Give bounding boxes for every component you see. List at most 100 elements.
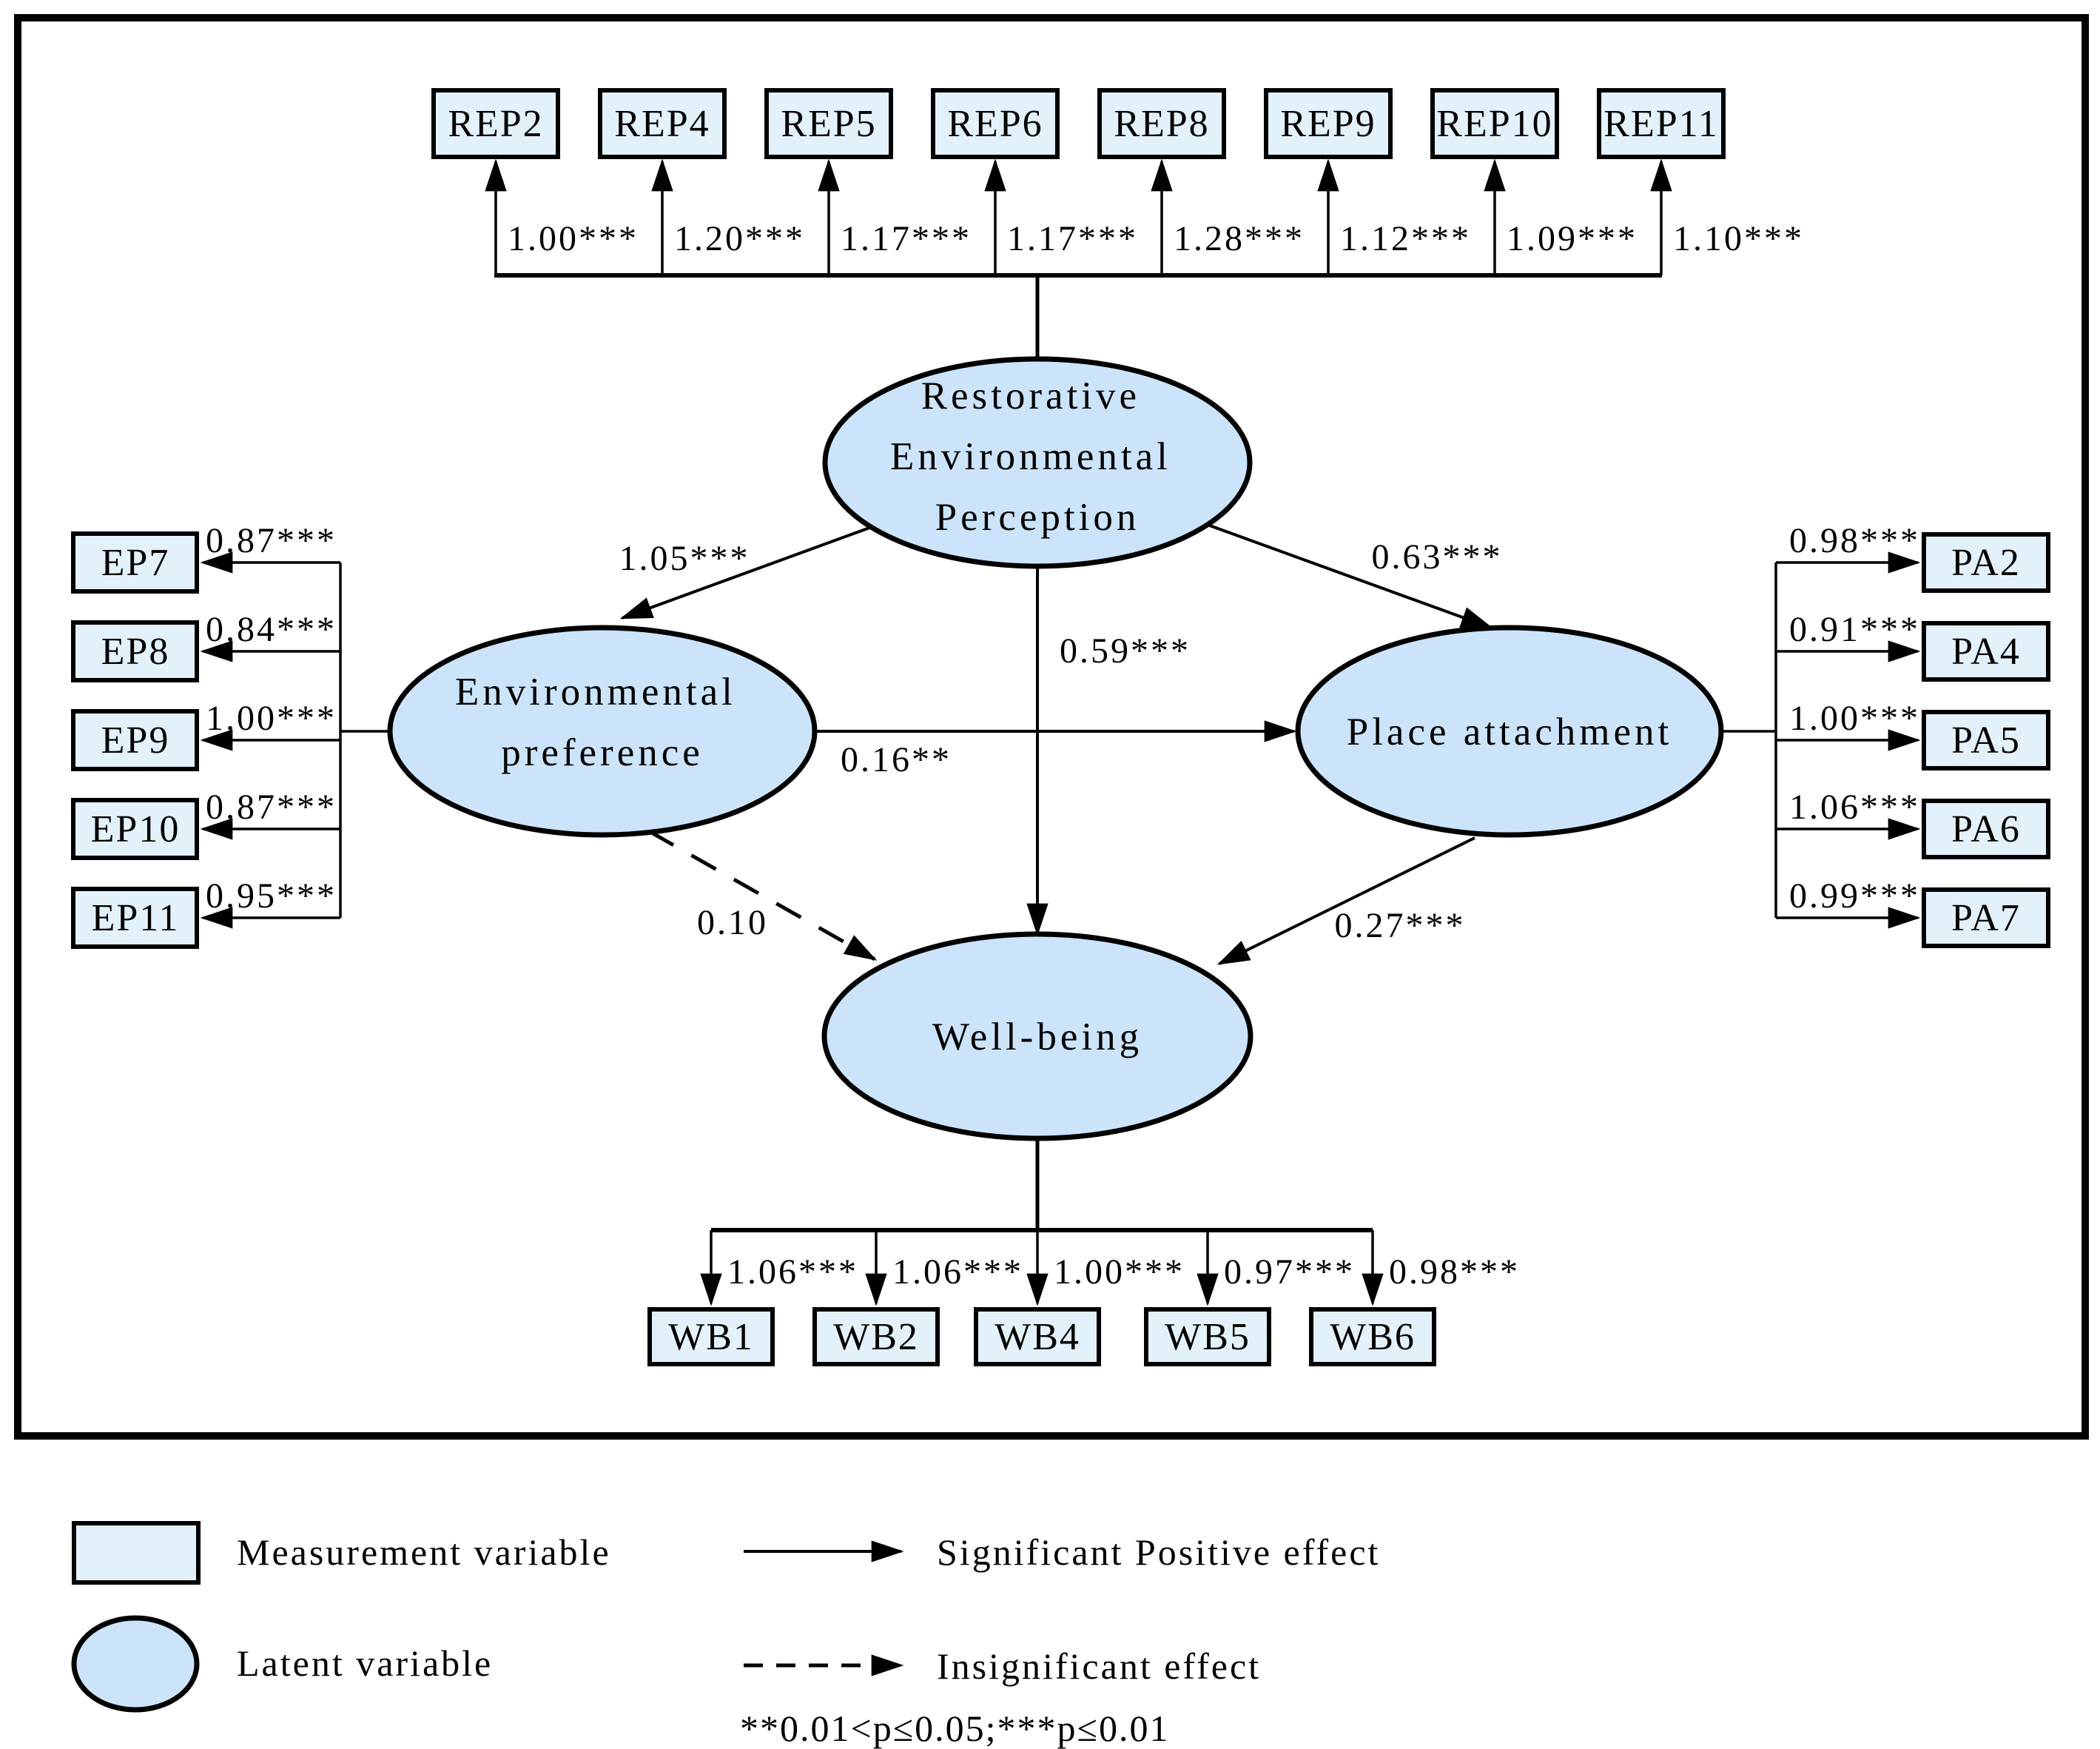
ep-indicator-label: EP8 xyxy=(101,631,170,673)
ep-indicator-label: EP9 xyxy=(101,719,170,762)
wb-indicator-box xyxy=(1309,1307,1436,1366)
path-rep-to-pa-arrow xyxy=(1207,523,1494,629)
rep-indicator-label: REP5 xyxy=(781,103,876,145)
wb-indicator-group: WB1 WB2 WB4 WB5 WB6 1.06*** 1.06*** 1.00… xyxy=(647,1138,1520,1366)
path-ep-wb-coefficient: 0.10 xyxy=(697,903,768,942)
legend-pvalue-note: **0.01<p≤0.05;***p≤0.01 xyxy=(740,1708,1169,1749)
pa-latent-ellipse xyxy=(1295,625,1724,838)
pa-indicator-label: PA7 xyxy=(1951,897,2021,939)
wb-loading-label: 1.06*** xyxy=(727,1252,858,1292)
wb-indicator-label: WB2 xyxy=(833,1316,919,1358)
rep-indicator-box xyxy=(1097,88,1226,159)
rep-indicator-box xyxy=(431,88,560,159)
pa-indicator-box xyxy=(1922,532,2050,593)
legend-insignificant-label: Insignificant effect xyxy=(937,1645,1261,1687)
pa-latent-label: Place attachment xyxy=(1347,711,1673,753)
legend-measurement-label: Measurement variable xyxy=(237,1531,611,1573)
path-rep-wb-coefficient: 0.59*** xyxy=(1060,631,1191,671)
rep-loading-label: 1.12*** xyxy=(1340,219,1471,258)
ep-loading-label: 0.95*** xyxy=(206,876,337,916)
latent-variables: Restorative Environmental Perception Env… xyxy=(387,356,1724,1141)
rep-loading-label: 1.17*** xyxy=(1007,219,1138,258)
rep-indicator-box xyxy=(764,88,893,159)
rep-loading-label: 1.00*** xyxy=(508,219,639,258)
ep-indicator-box xyxy=(71,887,199,949)
rep-indicator-label: REP10 xyxy=(1436,103,1552,145)
rep-indicator-label: REP9 xyxy=(1280,103,1376,145)
wb-loading-label: 1.00*** xyxy=(1054,1252,1185,1292)
rep-indicator-label: REP6 xyxy=(947,103,1043,145)
rep-loading-label: 1.28*** xyxy=(1174,219,1305,258)
pa-indicator-box xyxy=(1922,710,2050,771)
rep-indicator-box xyxy=(598,88,727,159)
pa-loading-label: 1.06*** xyxy=(1789,788,1920,827)
wb-loading-label: 0.97*** xyxy=(1224,1252,1355,1292)
rep-indicator-label: REP2 xyxy=(448,103,543,145)
rep-indicator-box xyxy=(931,88,1060,159)
pa-indicator-label: PA5 xyxy=(1951,719,2021,762)
ep-loading-label: 0.84*** xyxy=(206,610,337,649)
rep-latent-label: Restorative Environmental Perception xyxy=(890,375,1185,539)
wb-indicator-label: WB6 xyxy=(1330,1316,1416,1358)
rep-indicator-box xyxy=(1264,88,1393,159)
wb-loading-label: 1.06*** xyxy=(892,1252,1023,1292)
structural-paths: 1.05*** 0.63*** 0.59*** 0.16** 0.10 0.27… xyxy=(619,523,1503,965)
legend-latent-swatch xyxy=(71,1615,200,1713)
wb-indicator-label: WB1 xyxy=(668,1316,754,1358)
diagram-border xyxy=(14,14,2089,1440)
wb-latent-label: Well-being xyxy=(932,1016,1142,1058)
path-rep-to-ep-arrow xyxy=(619,526,872,620)
legend-significant-label: Significant Positive effect xyxy=(937,1531,1380,1573)
rep-loading-label: 1.09*** xyxy=(1507,219,1638,258)
path-ep-to-wb-dashed-arrow xyxy=(647,829,878,961)
pa-loading-label: 0.99*** xyxy=(1789,876,1920,916)
wb-indicator-box xyxy=(1144,1307,1271,1366)
ep-indicator-box xyxy=(71,709,199,771)
rep-indicator-label: REP8 xyxy=(1114,103,1209,145)
wb-indicator-box xyxy=(812,1307,940,1366)
pa-loading-label: 0.91*** xyxy=(1789,610,1920,649)
rep-latent-ellipse xyxy=(822,356,1253,569)
rep-loading-label: 1.20*** xyxy=(674,219,805,258)
wb-indicator-box xyxy=(974,1307,1101,1366)
pa-loading-label: 1.00*** xyxy=(1789,699,1920,738)
rep-loading-label: 1.17*** xyxy=(841,219,972,258)
legend-latent-label: Latent variable xyxy=(237,1642,493,1684)
rep-loading-label: 1.10*** xyxy=(1673,219,1804,258)
ep-indicator-group: EP7 EP8 EP9 EP10 EP11 0.87*** 0.84*** 1.… xyxy=(71,521,390,949)
wb-indicator-label: WB5 xyxy=(1165,1316,1251,1358)
ep-indicator-box xyxy=(71,620,199,682)
rep-indicator-label: REP4 xyxy=(614,103,710,145)
wb-indicator-label: WB4 xyxy=(995,1316,1080,1358)
path-pa-to-wb-arrow xyxy=(1216,836,1475,965)
path-pa-wb-coefficient: 0.27*** xyxy=(1335,906,1466,945)
ep-latent-label: Environmental preference xyxy=(455,671,750,774)
pa-indicator-group: PA2 PA4 PA5 PA6 PA7 0.98*** 0.91*** 1.00… xyxy=(1722,521,2050,948)
rep-indicator-box xyxy=(1430,88,1559,159)
pa-indicator-label: PA6 xyxy=(1951,808,2021,850)
ep-indicator-box xyxy=(71,798,199,860)
ep-indicator-label: EP7 xyxy=(101,542,170,584)
wb-indicator-box xyxy=(647,1307,775,1366)
rep-indicator-group: REP2 REP4 REP5 REP6 REP8 REP9 REP10 REP1… xyxy=(431,88,1804,359)
ep-loading-label: 0.87*** xyxy=(206,788,337,827)
path-ep-pa-coefficient: 0.16** xyxy=(841,740,952,779)
wb-loading-label: 0.98*** xyxy=(1389,1252,1520,1292)
path-rep-ep-coefficient: 1.05*** xyxy=(619,539,750,578)
ep-loading-label: 1.00*** xyxy=(206,699,337,738)
ep-loading-label: 0.87*** xyxy=(206,521,337,560)
pa-loading-label: 0.98*** xyxy=(1789,521,1920,560)
pa-indicator-box xyxy=(1922,799,2050,859)
ep-indicator-box xyxy=(71,531,199,594)
pa-indicator-box xyxy=(1922,621,2050,682)
path-rep-pa-coefficient: 0.63*** xyxy=(1372,537,1503,577)
rep-indicator-box xyxy=(1597,88,1726,159)
legend: Measurement variable Significant Positiv… xyxy=(71,1521,1380,1749)
pa-indicator-box xyxy=(1922,887,2050,948)
pa-indicator-label: PA2 xyxy=(1951,542,2021,584)
wb-latent-ellipse xyxy=(821,931,1253,1141)
ep-indicator-label: EP10 xyxy=(91,808,181,850)
rep-indicator-label: REP11 xyxy=(1603,103,1718,145)
